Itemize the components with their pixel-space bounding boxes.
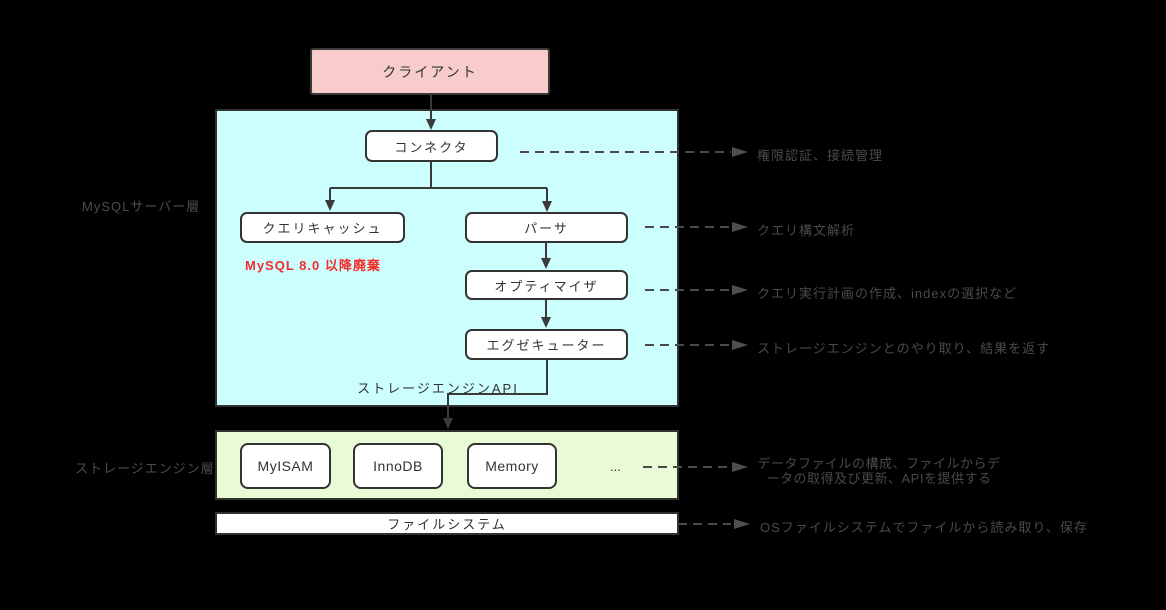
optimizer-node: オプティマイザ <box>465 270 628 300</box>
annotation-dashed-lines <box>520 151 731 525</box>
storage-layer-label: ストレージエンジン層 <box>75 461 215 476</box>
query-cache-label: クエリキャッシュ <box>262 221 383 236</box>
storage-engine-api-label: ストレージエンジンAPI <box>357 381 519 396</box>
client-label: クライアント <box>382 63 478 80</box>
annotation-optimizer: クエリ実行計画の作成、indexの選択など <box>757 286 1018 301</box>
more-engines-ellipsis: ... <box>610 459 621 474</box>
innodb-label: InnoDB <box>373 458 423 474</box>
memory-label: Memory <box>485 458 539 474</box>
executor-label: エグゼキューター <box>486 338 607 353</box>
annotation-connector: 権限認証、接続管理 <box>757 148 884 163</box>
client-node: クライアント <box>310 48 550 95</box>
myisam-node: MyISAM <box>240 443 331 489</box>
connector-label: コンネクタ <box>394 139 469 155</box>
connector-node: コンネクタ <box>365 130 498 162</box>
filesystem-label: ファイルシステム <box>387 517 507 532</box>
executor-node: エグゼキューター <box>465 329 628 360</box>
annotation-arrowheads <box>732 147 750 529</box>
optimizer-label: オプティマイザ <box>494 278 599 294</box>
memory-node: Memory <box>467 443 557 489</box>
mysql8-deprecated-note: MySQL 8.0 以降廃棄 <box>245 258 381 273</box>
parser-label: パーサ <box>524 221 569 236</box>
server-layer-label: MySQLサーバー層 <box>82 199 201 214</box>
annotation-storage: データファイルの構成、ファイルからデータの取得及び更新、APIを提供する <box>757 456 1001 486</box>
filesystem-node: ファイルシステム <box>215 512 679 535</box>
flow-arrow-lines <box>329 95 548 421</box>
query-cache-node: クエリキャッシュ <box>240 212 405 243</box>
annotation-filesystem: OSファイルシステムでファイルから読み取り、保存 <box>760 520 1088 535</box>
annotation-executor: ストレージエンジンとのやり取り、結果を返す <box>757 341 1051 356</box>
parser-node: パーサ <box>465 212 628 243</box>
annotation-parser: クエリ構文解析 <box>757 223 856 238</box>
myisam-label: MyISAM <box>257 458 314 474</box>
innodb-node: InnoDB <box>353 443 443 489</box>
flow-arrowheads <box>325 119 552 429</box>
